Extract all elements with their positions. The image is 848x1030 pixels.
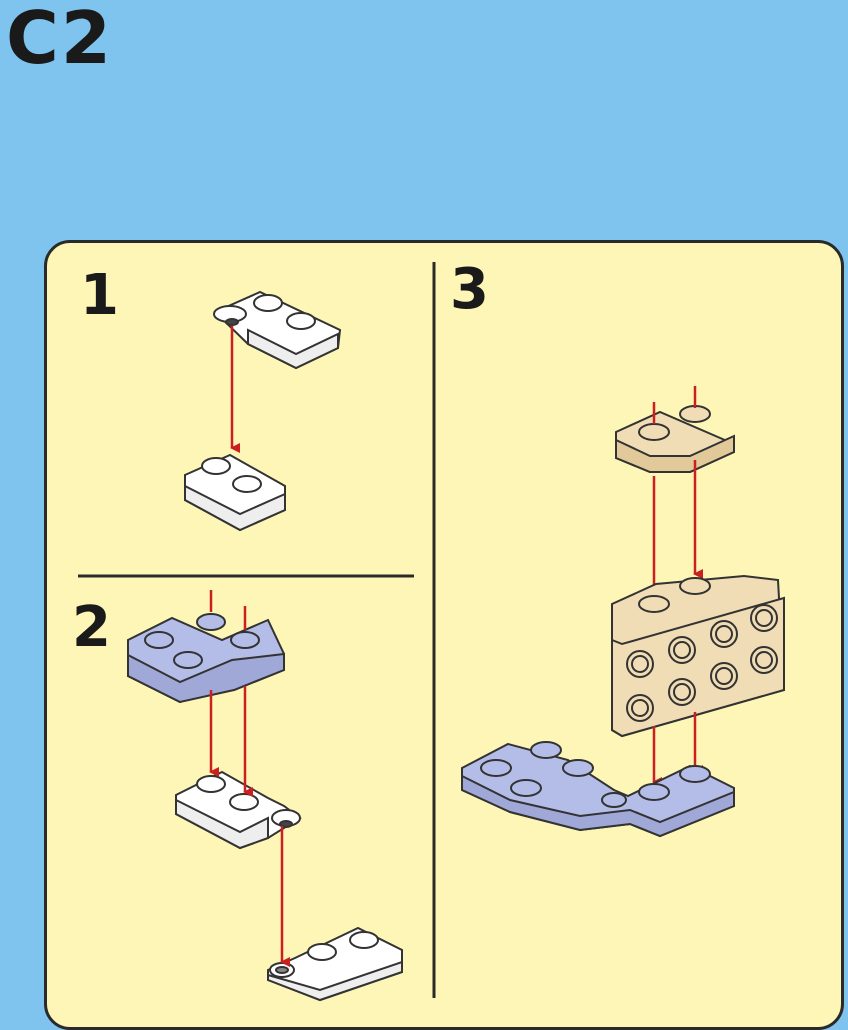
step-2-bottom-plate (268, 928, 402, 1000)
step-3-tan-bracket (612, 576, 784, 736)
step-3-tan-plate (616, 406, 734, 472)
step-1-bottom-plate (185, 455, 285, 530)
step-2-blue-plates (128, 614, 284, 702)
step-3-blue-assembly (462, 742, 734, 836)
